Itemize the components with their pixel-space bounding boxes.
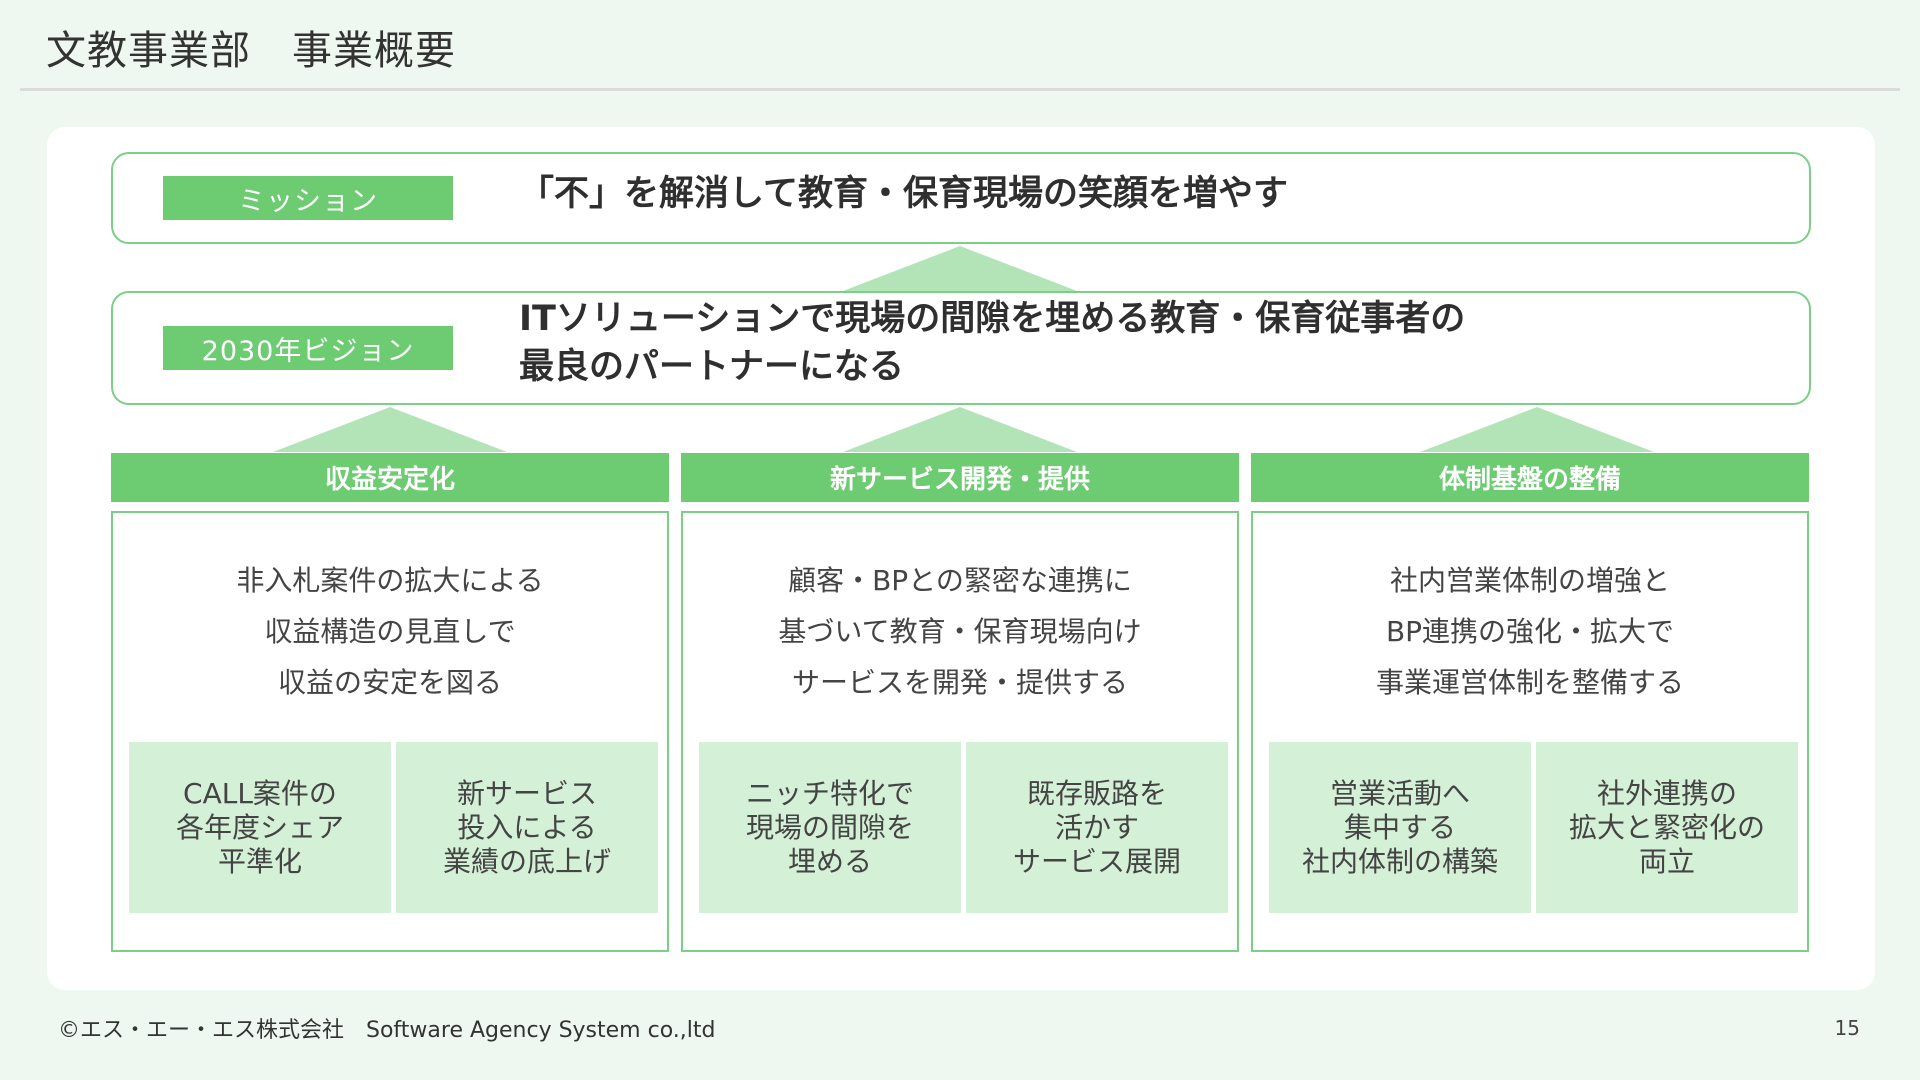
arrow-up-vision-to-mission (843, 246, 1077, 291)
pillar-3-box: 社内営業体制の増強と BP連携の強化・拡大で 事業運営体制を整備する 営業活動へ… (1251, 511, 1809, 952)
page-title: 文教事業部 事業概要 (46, 28, 456, 74)
pillar-3-item-1: 営業活動へ 集中する 社内体制の構築 (1269, 742, 1531, 913)
title-divider (20, 88, 1900, 91)
mission-band: ミッション 「不」を解消して教育・保育現場の笑顔を増やす (111, 152, 1811, 244)
pillar-3-item-2: 社外連携の 拡大と緊密化の 両立 (1536, 742, 1798, 913)
pillar-1-item-2: 新サービス 投入による 業績の底上げ (396, 742, 658, 913)
pillar-1-box: 非入札案件の拡大による 収益構造の見直しで 収益の安定を図る CALL案件の 各… (111, 511, 669, 952)
vision-text: ITソリューションで現場の間隙を埋める教育・保育従事者の 最良のパートナーになる (519, 299, 1466, 387)
vision-band: 2030年ビジョン ITソリューションで現場の間隙を埋める教育・保育従事者の 最… (111, 291, 1811, 405)
pillar-2-box: 顧客・BPとの緊密な連携に 基づいて教育・保育現場向け サービスを開発・提供する… (681, 511, 1239, 952)
pillar-3-line: 事業運営体制を整備する (1375, 666, 1684, 699)
pillar-2-description: 顧客・BPとの緊密な連携に 基づいて教育・保育現場向け サービスを開発・提供する (683, 555, 1237, 708)
pillar-1-title: 収益安定化 (111, 453, 669, 502)
pillar-3-title: 体制基盤の整備 (1251, 453, 1809, 502)
pillar-1-description: 非入札案件の拡大による 収益構造の見直しで 収益の安定を図る (113, 555, 667, 708)
mission-text: 「不」を解消して教育・保育現場の笑顔を増やす (519, 174, 1288, 214)
page-number: 15 (1834, 1016, 1860, 1040)
pillar-2-line: 顧客・BPとの緊密な連携に (788, 564, 1132, 597)
pillar-3-line: 社内営業体制の増強と (1389, 564, 1670, 597)
vision-label: 2030年ビジョン (163, 326, 453, 370)
pillar-2-line: サービスを開発・提供する (791, 666, 1128, 699)
mission-label: ミッション (163, 176, 453, 220)
pillar-2-item-1: ニッチ特化で 現場の間隙を 埋める (699, 742, 961, 913)
pillar-1-line: 収益の安定を図る (277, 666, 502, 699)
pillar-2-title: 新サービス開発・提供 (681, 453, 1239, 502)
pillar-1-line: 非入札案件の拡大による (236, 564, 544, 597)
pillar-2-item-2: 既存販路を 活かす サービス展開 (966, 742, 1228, 913)
pillar-3-line: BP連携の強化・拡大で (1385, 615, 1675, 648)
arrow-up-pillar-1 (273, 407, 507, 452)
pillar-3-description: 社内営業体制の増強と BP連携の強化・拡大で 事業運営体制を整備する (1253, 555, 1807, 708)
footer-copyright: ©エス・エー・エス株式会社 Software Agency System co.… (58, 1018, 716, 1043)
pillar-2-line: 基づいて教育・保育現場向け (778, 615, 1142, 648)
pillar-1-line: 収益構造の見直しで (264, 615, 516, 648)
arrow-up-pillar-2 (843, 407, 1077, 452)
pillar-1-item-1: CALL案件の 各年度シェア 平準化 (129, 742, 391, 913)
arrow-up-pillar-3 (1420, 407, 1654, 452)
